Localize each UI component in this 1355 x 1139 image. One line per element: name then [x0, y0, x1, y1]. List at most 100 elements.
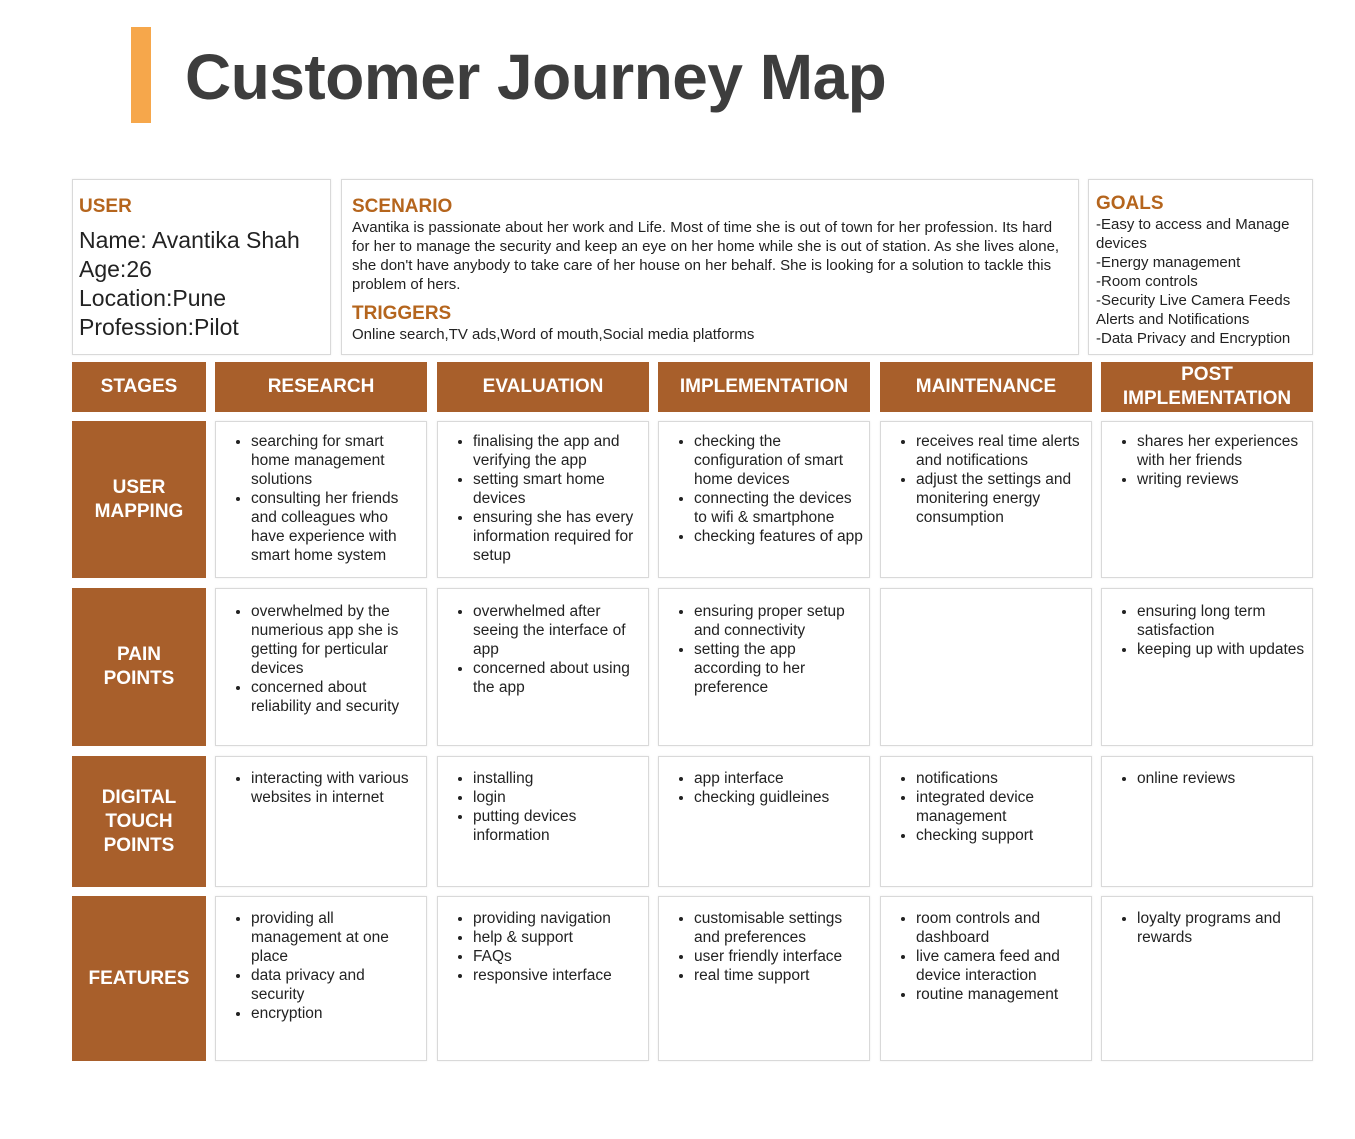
user-age: Age:26 — [79, 256, 152, 282]
bullet-list: installingloginputting devices informati… — [442, 769, 642, 845]
bullet-list: customisable settings and preferencesuse… — [663, 909, 863, 985]
list-item: help & support — [473, 928, 642, 947]
bullet-list: finalising the app and verifying the app… — [442, 432, 642, 565]
row-label-digital-touch-points: DIGITAL TOUCH POINTS — [72, 756, 206, 887]
journey-cell: providing navigationhelp & supportFAQsre… — [437, 896, 649, 1061]
list-item: notifications — [916, 769, 1085, 788]
triggers-heading: TRIGGERS — [352, 303, 452, 324]
list-item: receives real time alerts and notificati… — [916, 432, 1085, 470]
list-item: overwhelmed after seeing the interface o… — [473, 602, 642, 659]
goal-item: -Room controls — [1096, 273, 1198, 290]
list-item: connecting the devices to wifi & smartph… — [694, 489, 863, 527]
list-item: ensuring long term satisfaction — [1137, 602, 1306, 640]
list-item: adjust the settings and monitering energ… — [916, 470, 1085, 527]
journey-cell: loyalty programs and rewards — [1101, 896, 1313, 1061]
list-item: installing — [473, 769, 642, 788]
bullet-list: shares her experiences with her friendsw… — [1106, 432, 1306, 489]
list-item: customisable settings and preferences — [694, 909, 863, 947]
goal-item: -Easy to access and Manage devices — [1096, 216, 1290, 252]
list-item: providing navigation — [473, 909, 642, 928]
journey-cell: providing all management at one placedat… — [215, 896, 427, 1061]
list-item: room controls and dashboard — [916, 909, 1085, 947]
list-item: responsive interface — [473, 966, 642, 985]
list-item: interacting with various websites in int… — [251, 769, 420, 807]
scenario-text: Avantika is passionate about her work an… — [352, 219, 1060, 293]
journey-cell: overwhelmed by the numerious app she is … — [215, 588, 427, 746]
journey-cell: ensuring proper setup and connectivityse… — [658, 588, 870, 746]
goal-item: -Security Live Camera Feeds Alerts and N… — [1096, 292, 1291, 328]
triggers-text: Online search,TV ads,Word of mouth,Socia… — [352, 326, 755, 343]
user-panel: USER Name: Avantika Shah Age:26 Location… — [72, 179, 331, 355]
journey-cell: interacting with various websites in int… — [215, 756, 427, 887]
journey-cell: customisable settings and preferencesuse… — [658, 896, 870, 1061]
bullet-list: providing navigationhelp & supportFAQsre… — [442, 909, 642, 985]
list-item: checking support — [916, 826, 1085, 845]
list-item: user friendly interface — [694, 947, 863, 966]
list-item: loyalty programs and rewards — [1137, 909, 1306, 947]
journey-cell — [880, 588, 1092, 746]
list-item: consulting her friends and colleagues wh… — [251, 489, 420, 565]
journey-cell: online reviews — [1101, 756, 1313, 887]
row-label-features: FEATURES — [72, 896, 206, 1061]
stages-header: STAGES — [72, 362, 206, 412]
bullet-list: notificationsintegrated device managemen… — [885, 769, 1085, 845]
bullet-list: interacting with various websites in int… — [220, 769, 420, 807]
list-item: setting the app according to her prefere… — [694, 640, 863, 697]
list-item: searching for smart home management solu… — [251, 432, 420, 489]
list-item: ensuring she has every information requi… — [473, 508, 642, 565]
list-item: app interface — [694, 769, 863, 788]
row-label-pain-points: PAIN POINTS — [72, 588, 206, 746]
bullet-list: app interfacechecking guidleines — [663, 769, 863, 807]
journey-cell: room controls and dashboardlive camera f… — [880, 896, 1092, 1061]
list-item: checking features of app — [694, 527, 863, 546]
bullet-list: checking the configuration of smart home… — [663, 432, 863, 546]
list-item: online reviews — [1137, 769, 1306, 788]
bullet-list: ensuring proper setup and connectivityse… — [663, 602, 863, 697]
bullet-list: searching for smart home management solu… — [220, 432, 420, 565]
journey-cell: installingloginputting devices informati… — [437, 756, 649, 887]
journey-cell: receives real time alerts and notificati… — [880, 421, 1092, 578]
journey-cell: checking the configuration of smart home… — [658, 421, 870, 578]
list-item: writing reviews — [1137, 470, 1306, 489]
list-item: checking guidleines — [694, 788, 863, 807]
journey-cell: overwhelmed after seeing the interface o… — [437, 588, 649, 746]
bullet-list: receives real time alerts and notificati… — [885, 432, 1085, 527]
bullet-list: overwhelmed after seeing the interface o… — [442, 602, 642, 697]
bullet-list: overwhelmed by the numerious app she is … — [220, 602, 420, 716]
list-item: routine management — [916, 985, 1085, 1004]
user-location: Location:Pune — [79, 285, 227, 311]
user-name: Name: Avantika Shah — [79, 227, 300, 253]
list-item: keeping up with updates — [1137, 640, 1306, 659]
bullet-list: loyalty programs and rewards — [1106, 909, 1306, 947]
list-item: concerned about reliability and security — [251, 678, 420, 716]
list-item: data privacy and security — [251, 966, 420, 1004]
goals-panel: GOALS -Easy to access and Manage devices… — [1088, 179, 1313, 355]
journey-cell: ensuring long term satisfactionkeeping u… — [1101, 588, 1313, 746]
bullet-list: online reviews — [1106, 769, 1306, 788]
list-item: real time support — [694, 966, 863, 985]
list-item: integrated device management — [916, 788, 1085, 826]
scenario-panel: SCENARIO Avantika is passionate about he… — [341, 179, 1079, 355]
list-item: overwhelmed by the numerious app she is … — [251, 602, 420, 678]
goals-heading: GOALS — [1096, 193, 1164, 214]
bullet-list: providing all management at one placedat… — [220, 909, 420, 1023]
list-item: finalising the app and verifying the app — [473, 432, 642, 470]
row-label-user-mapping: USER MAPPING — [72, 421, 206, 578]
stage-header-maintenance: MAINTENANCE — [880, 362, 1092, 412]
list-item: putting devices information — [473, 807, 642, 845]
list-item: live camera feed and device interaction — [916, 947, 1085, 985]
journey-cell: searching for smart home management solu… — [215, 421, 427, 578]
list-item: encryption — [251, 1004, 420, 1023]
stage-header-implementation: IMPLEMENTATION — [658, 362, 870, 412]
list-item: login — [473, 788, 642, 807]
bullet-list: room controls and dashboardlive camera f… — [885, 909, 1085, 1004]
list-item: ensuring proper setup and connectivity — [694, 602, 863, 640]
journey-cell: shares her experiences with her friendsw… — [1101, 421, 1313, 578]
list-item: setting smart home devices — [473, 470, 642, 508]
title-accent-bar — [131, 27, 151, 123]
list-item: providing all management at one place — [251, 909, 420, 966]
stage-header-post-implementation: POST IMPLEMENTATION — [1101, 362, 1313, 412]
list-item: concerned about using the app — [473, 659, 642, 697]
goals-list: -Easy to access and Manage devices -Ener… — [1096, 215, 1310, 348]
user-details: Name: Avantika Shah Age:26 Location:Pune… — [79, 226, 330, 342]
